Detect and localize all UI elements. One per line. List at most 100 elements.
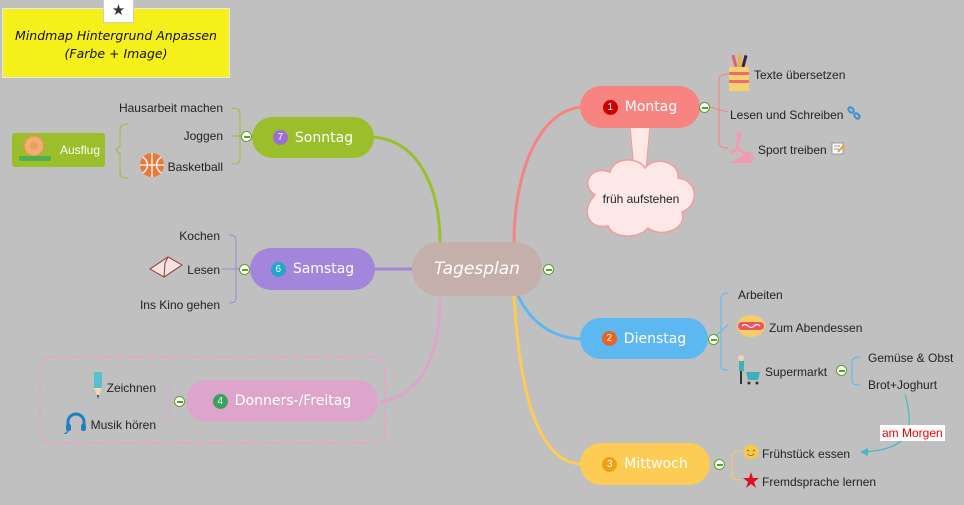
subtopic-kochen[interactable]: Kochen: [179, 229, 220, 243]
donners-number-badge: 4: [212, 393, 228, 409]
subtopic-label: Joggen: [183, 129, 223, 143]
bracket-supermarkt: [851, 356, 861, 386]
subtopic-hausarbeit[interactable]: Hausarbeit machen: [119, 101, 223, 115]
mittwoch-number-badge: 3: [602, 456, 618, 472]
topic-samstag[interactable]: 6 Samstag: [250, 248, 375, 290]
bracket-ausflug: [115, 123, 129, 179]
basketball-icon: [139, 152, 165, 181]
callout-cloud: [586, 159, 696, 237]
subtopic-label: Supermarkt: [765, 364, 828, 379]
boundary-donners: [39, 356, 386, 444]
subtopic-sport[interactable]: Sport treiben: [727, 131, 848, 168]
subtopic-brot[interactable]: Brot+Joghurt: [868, 378, 937, 392]
topic-sonntag[interactable]: 7 Sonntag: [252, 117, 374, 158]
subtopic-label: Hausarbeit machen: [118, 101, 223, 115]
ausflug-label: Ausflug: [60, 143, 101, 157]
subtopic-abendessen[interactable]: Zum Abendessen: [736, 314, 862, 341]
subtopic-label: Zeichnen: [106, 380, 156, 395]
headphones-icon: [63, 412, 88, 437]
montag-label: Montag: [624, 99, 678, 115]
subtopic-basketball[interactable]: Basketball: [139, 152, 223, 181]
pencil-cup-icon: [727, 54, 751, 94]
relationship-label[interactable]: am Morgen: [880, 425, 945, 441]
subtopic-label: Musik hören: [90, 417, 156, 432]
bracket-samstag: [228, 234, 237, 304]
branch-sonntag: [371, 135, 442, 244]
subtopic-label: Basketball: [167, 159, 223, 174]
subtopic-label: Brot+Joghurt: [868, 378, 938, 392]
central-topic[interactable]: Tagesplan: [412, 242, 542, 296]
branch-donners: [379, 295, 442, 404]
collapse-sonntag-button[interactable]: [241, 131, 252, 142]
hotdog-icon: [736, 314, 766, 341]
collapse-montag-button[interactable]: [699, 102, 710, 113]
book-icon: [148, 255, 184, 284]
bracket-dienstag: [720, 292, 729, 371]
star-icon[interactable]: ★: [103, 0, 134, 23]
smiley-icon: [743, 444, 759, 463]
exercise-bike-icon: [727, 131, 755, 168]
samstag-label: Samstag: [292, 261, 355, 277]
link-icon: [847, 106, 862, 123]
subtopic-fremdsprache[interactable]: Fremdsprache lernen: [743, 472, 876, 491]
subtopic-label: Lesen und Schreiben: [730, 107, 844, 122]
central-topic-label: Tagesplan: [434, 259, 520, 279]
title-line-1: Mindmap Hintergrund Anpassen: [15, 28, 217, 43]
collapse-supermarkt-button[interactable]: [836, 365, 847, 376]
title-line-2: (Farbe + Image): [64, 46, 168, 61]
topic-donners-freitag[interactable]: 4 Donners-/Freitag: [186, 380, 378, 422]
subtopic-texte[interactable]: Texte übersetzen: [727, 54, 845, 94]
relationship-line: [861, 393, 910, 453]
collapse-central-button[interactable]: [543, 264, 554, 275]
dienstag-label: Dienstag: [623, 330, 687, 347]
floating-topic-ausflug[interactable]: Ausflug: [12, 133, 105, 167]
subtopic-lesen[interactable]: Lesen: [148, 255, 220, 284]
subtopic-kino[interactable]: Ins Kino gehen: [140, 298, 220, 312]
subtopic-gemuese[interactable]: Gemüse & Obst: [868, 351, 953, 365]
callout-text: früh aufstehen: [602, 192, 680, 206]
bracket-sonntag: [231, 107, 241, 165]
note-icon: [831, 141, 845, 158]
red-star-icon: [743, 472, 759, 491]
subtopic-arbeiten[interactable]: Arbeiten: [738, 288, 783, 302]
subtopic-joggen[interactable]: Joggen: [184, 129, 223, 143]
topic-dienstag[interactable]: 2 Dienstag: [580, 318, 708, 359]
sun-landscape-icon: [17, 133, 53, 168]
title-text: Mindmap Hintergrund Anpassen (Farbe + Im…: [3, 27, 229, 63]
subtopic-lesen-schreiben[interactable]: Lesen und Schreiben: [730, 106, 864, 123]
bracket-montag: [718, 73, 729, 149]
subtopic-label: Kochen: [179, 229, 220, 243]
subtopic-label: Fremdsprache lernen: [762, 474, 877, 489]
collapse-dienstag-button[interactable]: [708, 334, 719, 345]
shopping-cart-icon: [736, 355, 762, 388]
subtopic-label: Frühstück essen: [762, 446, 851, 461]
collapse-samstag-button[interactable]: [239, 264, 250, 275]
collapse-mittwoch-button[interactable]: [714, 459, 725, 470]
subtopic-label: Ins Kino gehen: [139, 298, 220, 312]
sonntag-number-badge: 7: [272, 130, 288, 145]
montag-number-badge: 1: [602, 99, 618, 115]
relationship-arrow-icon: [860, 448, 868, 456]
subtopic-zeichnen[interactable]: Zeichnen: [92, 372, 156, 403]
mittwoch-label: Mittwoch: [624, 456, 688, 472]
collapse-donners-button[interactable]: [174, 396, 185, 407]
dienstag-number-badge: 2: [601, 331, 617, 346]
topic-montag[interactable]: 1 Montag: [580, 86, 700, 128]
subtopic-musik[interactable]: Musik hören: [63, 412, 156, 437]
branch-montag: [512, 105, 583, 244]
pencil-icon: [92, 372, 104, 403]
bracket-montag-mid: [709, 106, 729, 113]
subtopic-label: Lesen: [187, 262, 220, 277]
bracket-mittwoch: [731, 450, 741, 481]
subtopic-label: Sport treiben: [758, 142, 827, 157]
topic-mittwoch[interactable]: 3 Mittwoch: [580, 443, 710, 485]
sonntag-label: Sonntag: [294, 129, 354, 146]
subtopic-label: Gemüse & Obst: [868, 351, 954, 365]
subtopic-supermarkt[interactable]: Supermarkt: [736, 355, 827, 388]
branch-mittwoch: [512, 295, 583, 466]
subtopic-fruehstueck[interactable]: Frühstück essen: [743, 444, 850, 463]
donners-label: Donners-/Freitag: [234, 393, 352, 409]
subtopic-label: Arbeiten: [738, 288, 783, 302]
subtopic-label: Zum Abendessen: [769, 320, 863, 335]
bracket-donners: [162, 384, 171, 422]
